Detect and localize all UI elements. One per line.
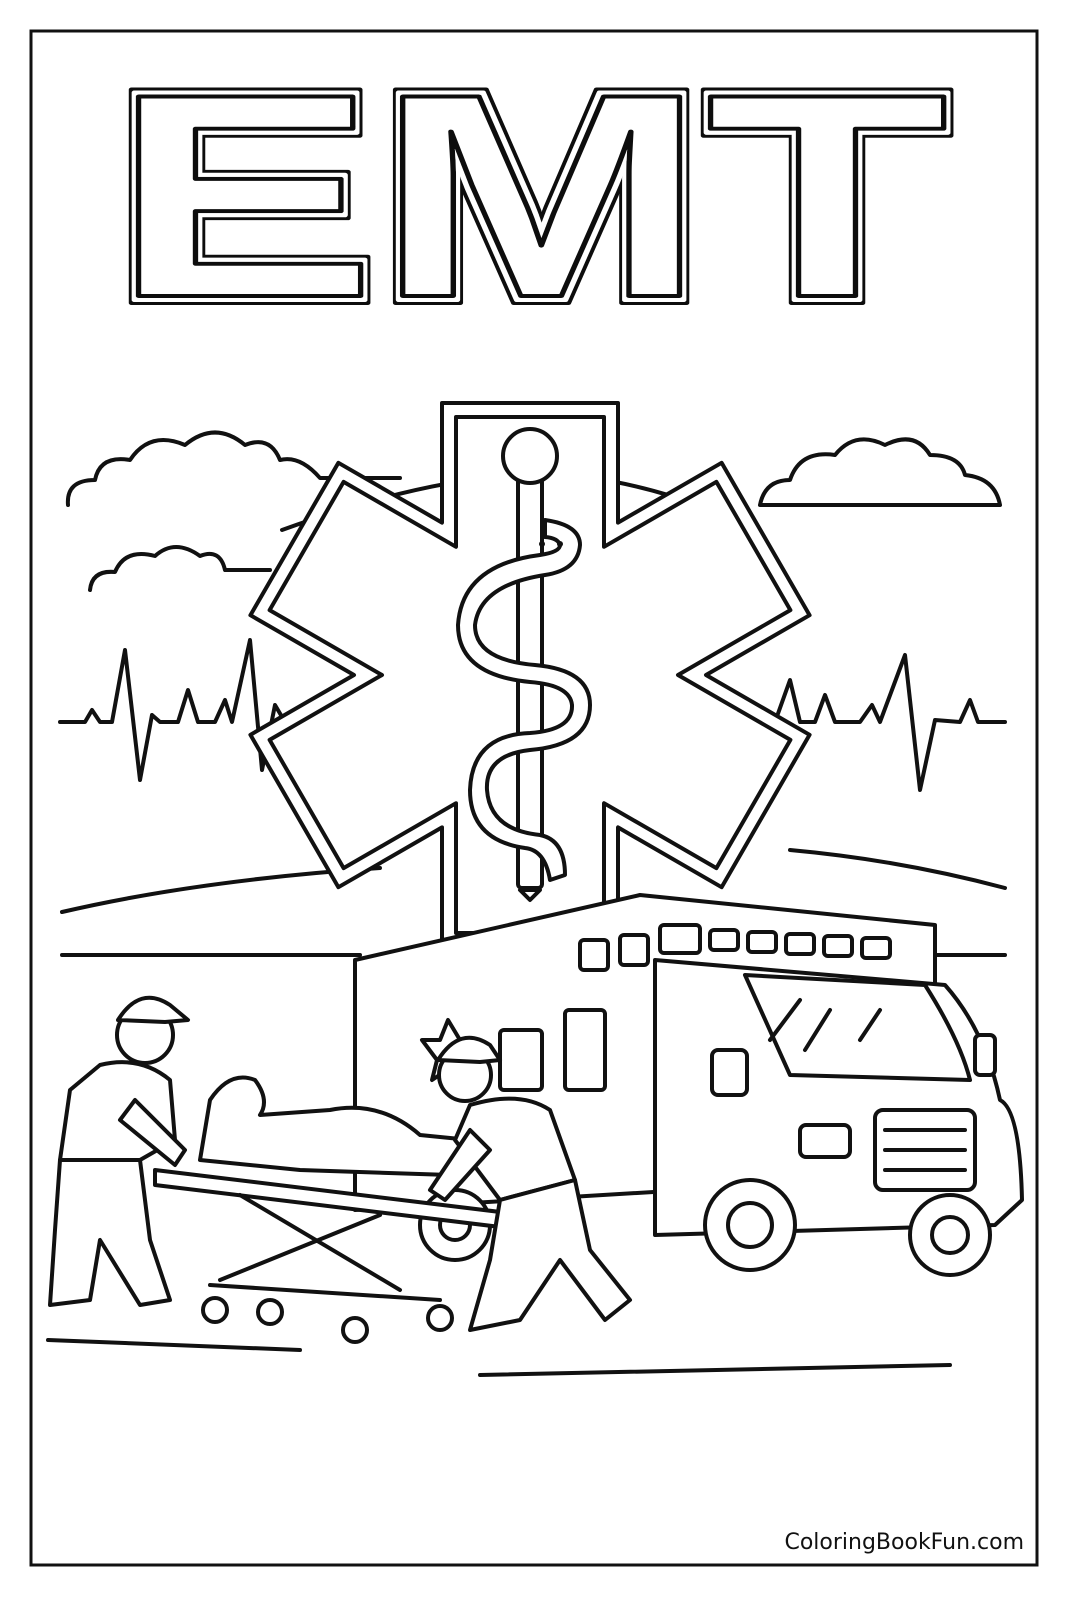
- paramedic-right: [428, 1035, 632, 1332]
- clouds: [65, 430, 1002, 592]
- paramedic-left: [48, 995, 190, 1307]
- ambulance-window: [708, 928, 740, 952]
- watermark: ColoringBookFun.com: [784, 1530, 1024, 1555]
- ambulance-window: [746, 930, 778, 954]
- emt-title-lettering: EMT: [110, 32, 950, 360]
- ambulance-window: [822, 934, 854, 958]
- ambulance-window: [784, 932, 816, 956]
- ambulance-window: [618, 933, 650, 967]
- ambulance-window: [860, 936, 892, 960]
- ground-lines: [46, 1338, 952, 1377]
- heartbeat-lines: [58, 638, 1007, 792]
- ambulance-window: [578, 938, 610, 972]
- snake-icon: [456, 518, 592, 882]
- page-border: [29, 29, 1039, 1567]
- ambulance-window: [658, 923, 702, 955]
- title-lettering: EMT: [112, 34, 948, 358]
- rod-of-asclepius: [456, 427, 592, 902]
